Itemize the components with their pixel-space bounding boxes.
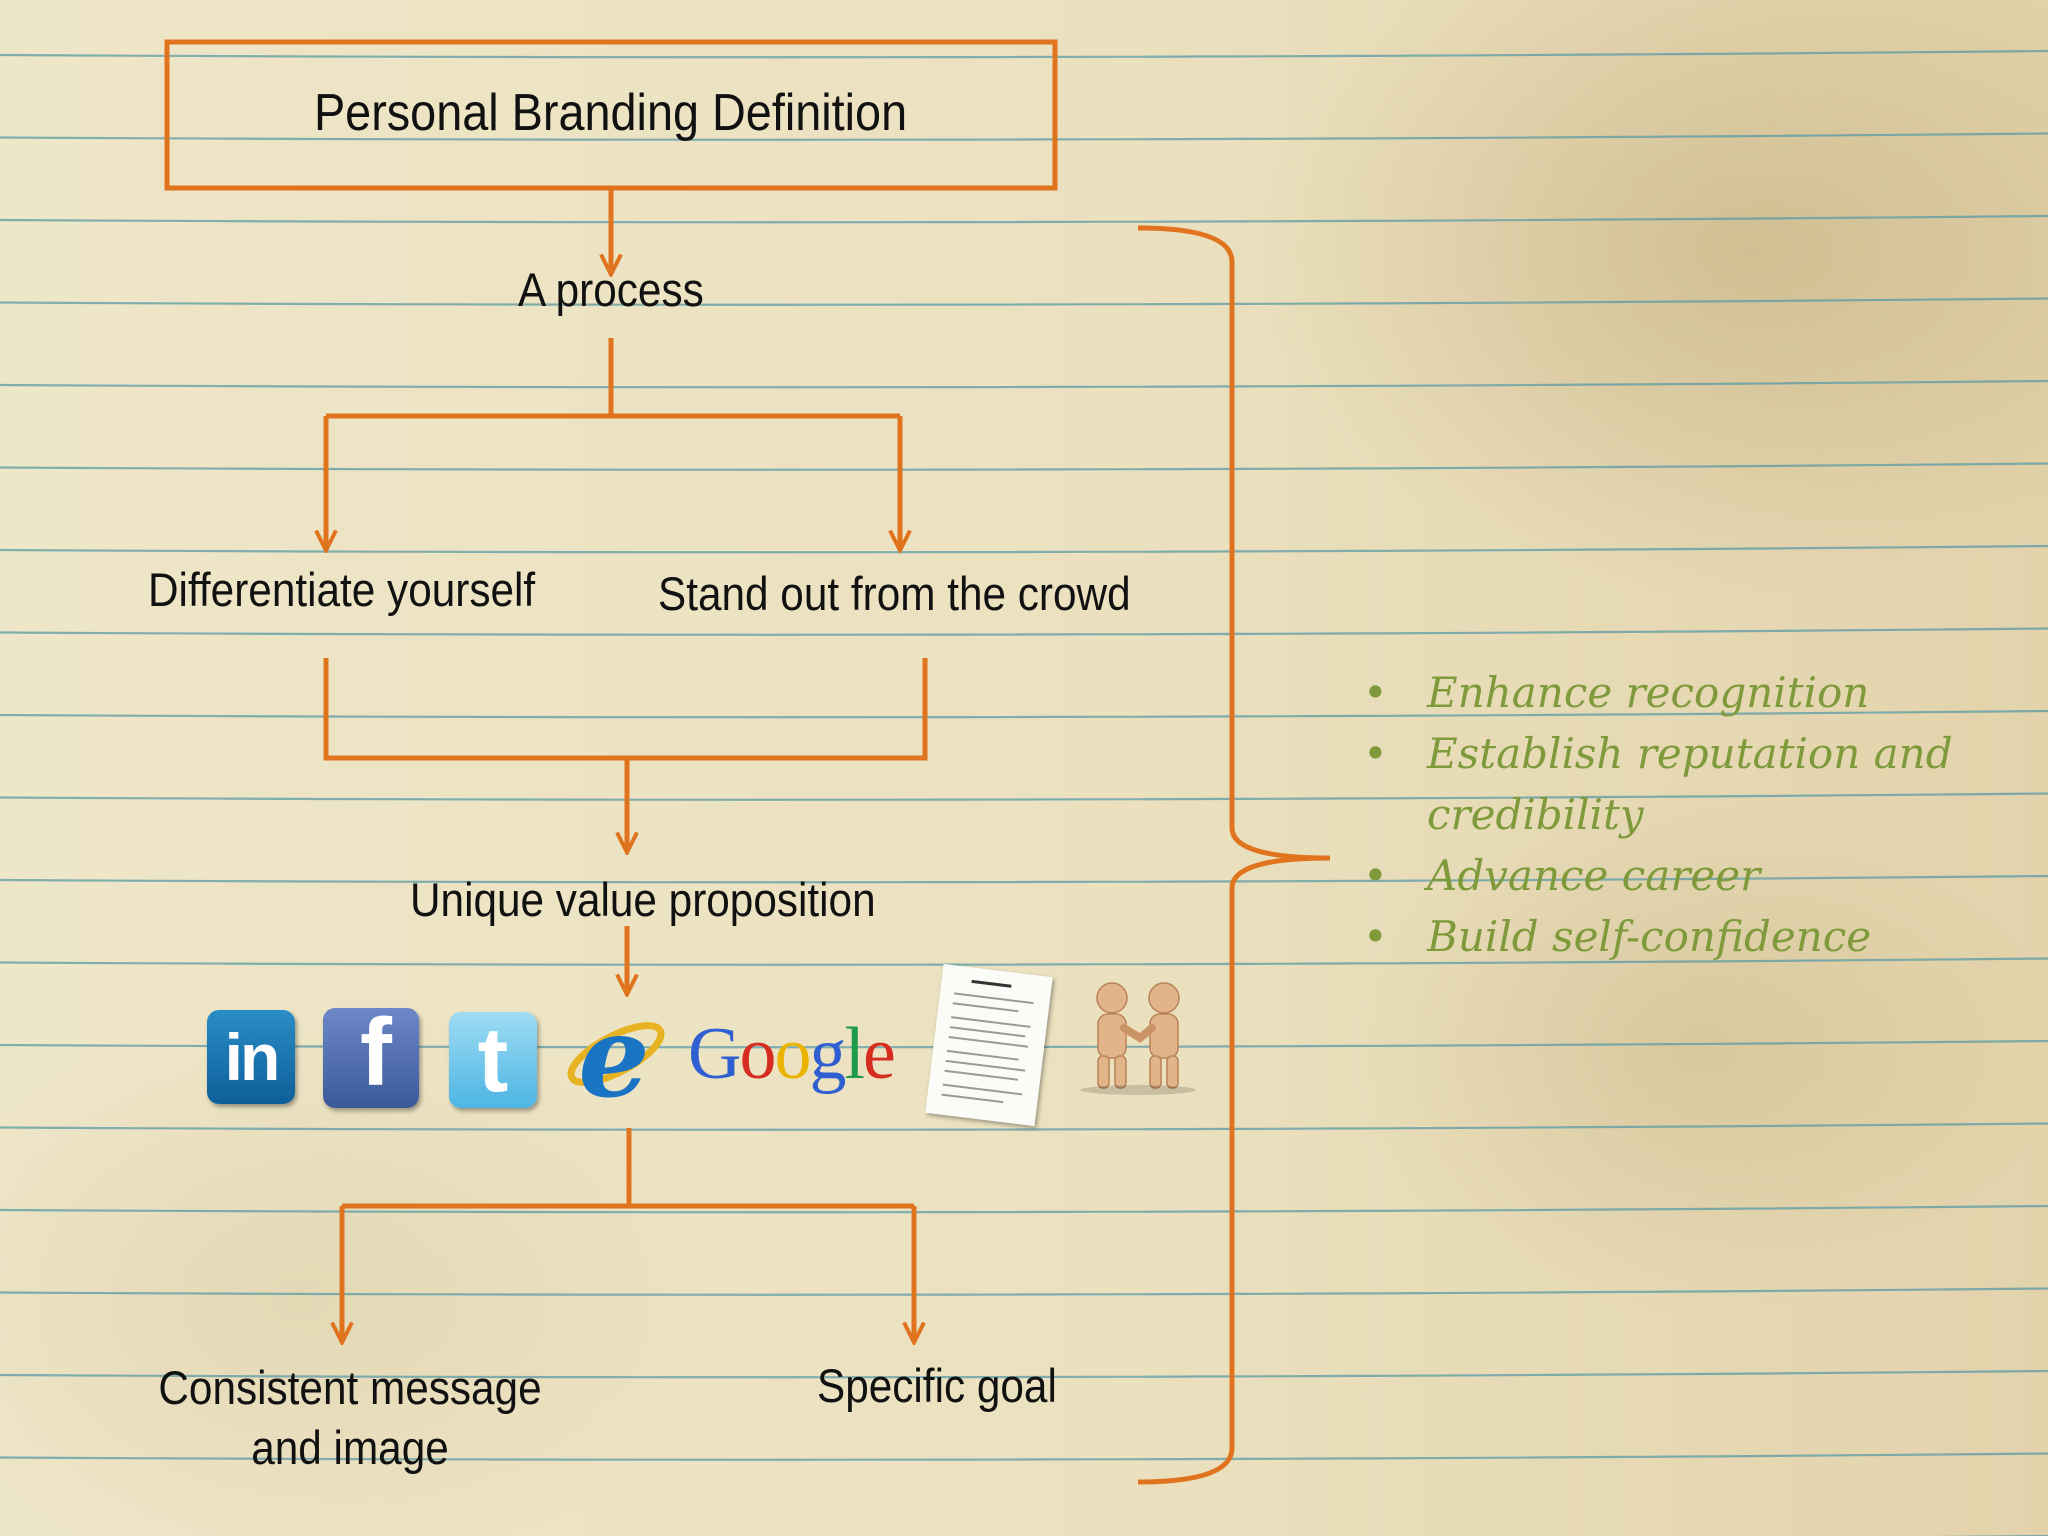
benefit-item: Build self-confidence [1355,906,2035,967]
resume-text-lines [941,979,1034,1104]
branch-icons-split [342,1128,914,1209]
diagram-title: Personal Branding Definition [314,84,908,142]
branch-process-split [326,338,900,419]
benefit-item: Advance career [1355,845,2035,906]
handshake-figures-icon [1068,976,1198,1096]
ruled-line [0,132,2048,141]
node-consistent-line1: Consistent message [158,1361,542,1414]
node-process: A process [518,263,704,316]
resume-document-icon [925,963,1053,1127]
ruled-line [0,1204,2048,1214]
ruled-line [0,627,2048,636]
google-letter: o [739,1013,776,1095]
linkedin-icon: in [207,1010,295,1104]
benefit-item: Enhance recognition [1355,662,2035,723]
facebook-icon-text: f [360,999,392,1106]
ruled-line [0,462,2048,471]
ruled-line [0,49,2048,59]
handshake-figures-glyph [1080,982,1196,1095]
twitter-icon-text: t [477,1008,509,1111]
node-consistent: Consistent message and image [120,1358,580,1478]
node-stand-out: Stand out from the crowd [658,567,1131,620]
internet-explorer-icon: e [558,992,668,1123]
ruled-line [0,1287,2048,1296]
benefit-item: Establish reputation and credibility [1355,723,2035,845]
brace-bracket [1137,225,1331,1485]
linkedin-icon-text: in [224,1020,281,1094]
twitter-icon: t [449,1009,537,1111]
google-icon: Google [688,1012,908,1102]
node-goal: Specific goal [817,1359,1057,1412]
google-letter: e [863,1013,896,1095]
node-differentiate: Differentiate yourself [148,563,536,616]
ruled-line [0,1122,2048,1131]
internet-explorer-glyph: e [567,992,665,1123]
ruled-line [0,1369,2048,1379]
google-letter: g [809,1013,846,1095]
ie-letter: e [578,998,649,1116]
facebook-icon: f [323,999,419,1108]
google-letter: G [688,1013,741,1095]
benefits-list: Enhance recognition Establish reputation… [1355,662,2035,967]
ruled-line [0,379,2048,389]
node-consistent-line2: and image [251,1421,449,1474]
ruled-line [0,214,2048,224]
ruled-line [0,1452,2048,1461]
google-letter: o [774,1013,811,1095]
ruled-line [0,544,2048,554]
node-uvp: Unique value proposition [410,873,876,926]
ruled-line [0,297,2048,306]
google-letter: l [844,1013,865,1095]
